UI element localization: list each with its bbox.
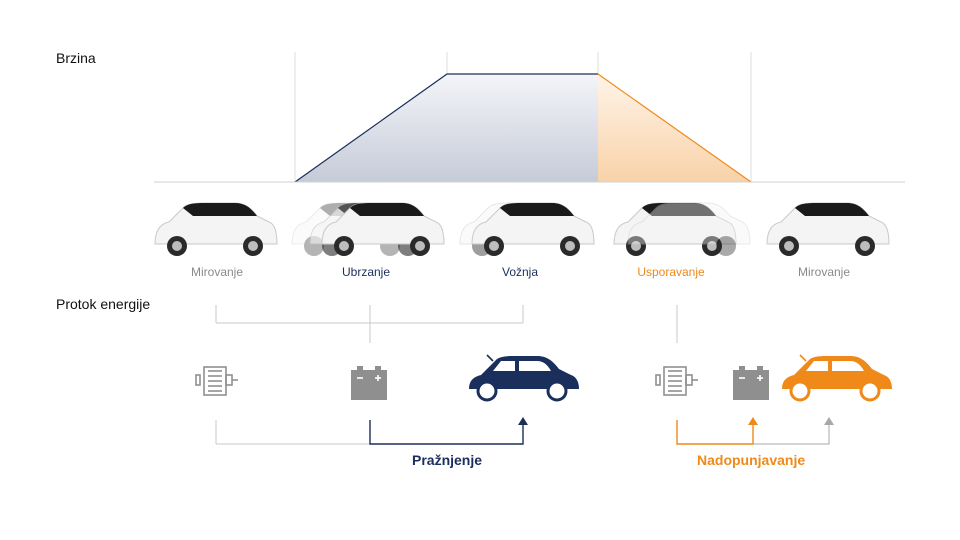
discharge-flow-lines [215, 417, 528, 445]
electric-motor-icon [655, 366, 698, 396]
phase-label-acceleration: Ubrzanje [341, 265, 391, 279]
car-navy-icon [469, 354, 579, 402]
car-driving-image [471, 202, 595, 256]
car-acceleration-image [321, 202, 445, 256]
recharge-flow-lines [676, 417, 834, 445]
car-row [154, 202, 890, 256]
battery-icon [351, 366, 387, 400]
car-deceleration-image [613, 202, 737, 256]
speed-label: Brzina [56, 50, 96, 66]
car-standstill-2-image [766, 202, 890, 256]
car-orange-icon [782, 354, 892, 402]
phase-label-deceleration: Usporavanje [637, 265, 705, 279]
discharge-label: Pražnjenje [412, 452, 483, 468]
phase-label-driving: Vožnja [501, 265, 539, 279]
speed-line-navy [294, 73, 598, 183]
energy-connector-top [215, 305, 524, 343]
speed-line-orange [597, 73, 752, 183]
energy-flow-label: Protok energije [56, 296, 151, 312]
battery-icon [733, 366, 769, 400]
car-standstill-1-image [154, 202, 278, 256]
phase-label-standstill-1: Mirovanje [190, 265, 244, 279]
recharge-label: Nadopunjavanje [697, 452, 806, 468]
electric-motor-icon [195, 366, 238, 396]
phase-label-standstill-2: Mirovanje [797, 265, 851, 279]
car-ghost-image [627, 202, 751, 256]
cruising-area [447, 74, 598, 182]
